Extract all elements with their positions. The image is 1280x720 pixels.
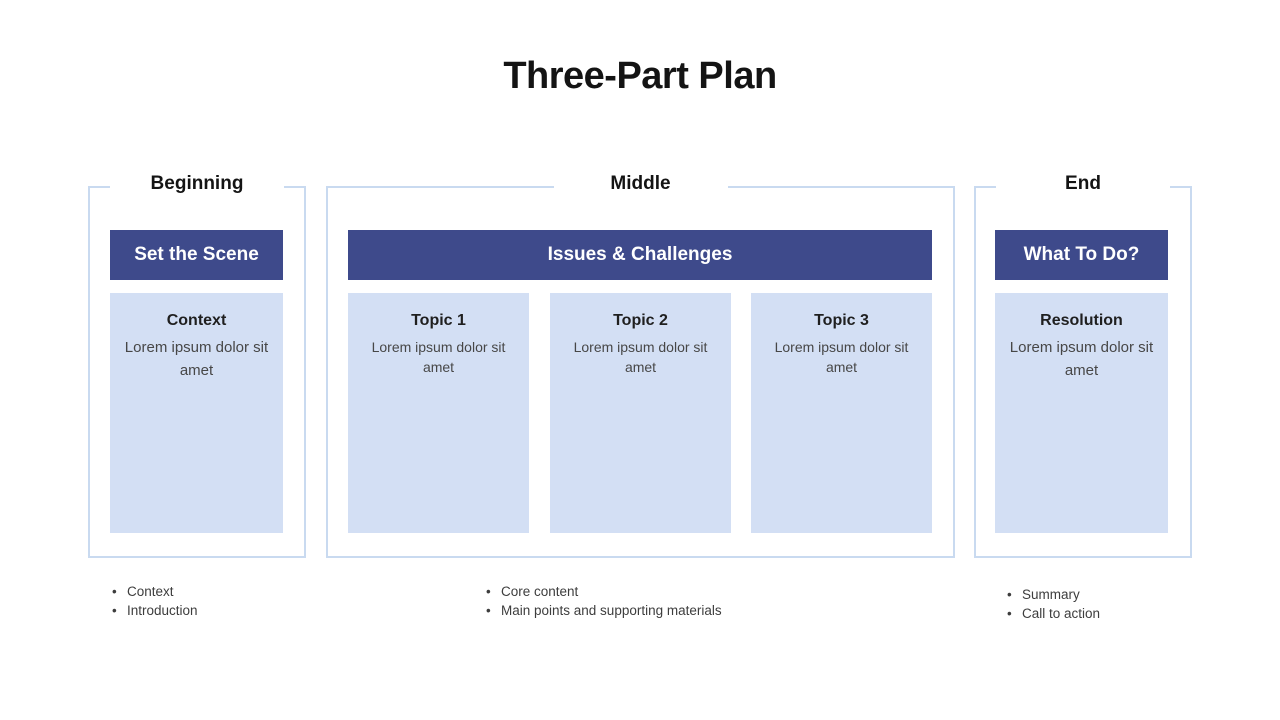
bullet-item: Summary [1005, 585, 1100, 604]
content-box-title: Resolution [1040, 312, 1123, 329]
content-box-body: Lorem ipsum dolor sit amet [124, 339, 269, 379]
section-middle-header-bar: Issues & Challenges [348, 230, 932, 280]
content-box-body: Lorem ipsum dolor sit amet [371, 339, 506, 376]
section-beginning: Beginning Set the Scene Context Lorem ip… [88, 173, 306, 558]
content-box-title: Context [166, 312, 227, 329]
content-box-topic-3: Topic 3 Lorem ipsum dolor sit amet [751, 293, 932, 533]
section-end-label: End [996, 173, 1170, 195]
content-box-title: Topic 1 [411, 312, 466, 329]
content-box-title: Topic 2 [613, 312, 668, 329]
bullet-list-beginning: Context Introduction [110, 582, 198, 620]
content-box-title: Topic 3 [814, 312, 869, 329]
content-box-body: Lorem ipsum dolor sit amet [573, 339, 708, 376]
bullet-item: Core content [484, 582, 722, 601]
section-middle: Middle Issues & Challenges Topic 1 Lorem… [326, 173, 955, 558]
page-title: Three-Part Plan [503, 55, 777, 97]
content-box-resolution: Resolution Lorem ipsum dolor sit amet [995, 293, 1168, 533]
section-end-header-bar: What To Do? [995, 230, 1168, 280]
section-middle-label: Middle [553, 173, 728, 195]
content-box-topic-2: Topic 2 Lorem ipsum dolor sit amet [550, 293, 731, 533]
content-box-context: Context Lorem ipsum dolor sit amet [110, 293, 283, 533]
content-box-body: Lorem ipsum dolor sit amet [774, 339, 909, 376]
section-beginning-header-bar: Set the Scene [110, 230, 283, 280]
content-box-topic-1: Topic 1 Lorem ipsum dolor sit amet [348, 293, 529, 533]
bullet-item: Call to action [1005, 604, 1100, 623]
bullet-item: Main points and supporting materials [484, 601, 722, 620]
bullet-list-middle: Core content Main points and supporting … [484, 582, 722, 620]
bullet-list-end: Summary Call to action [1005, 585, 1100, 623]
section-beginning-label: Beginning [110, 173, 284, 195]
content-box-body: Lorem ipsum dolor sit amet [1009, 339, 1154, 379]
bullet-item: Introduction [110, 601, 198, 620]
bullet-item: Context [110, 582, 198, 601]
section-end: End What To Do? Resolution Lorem ipsum d… [974, 173, 1192, 558]
